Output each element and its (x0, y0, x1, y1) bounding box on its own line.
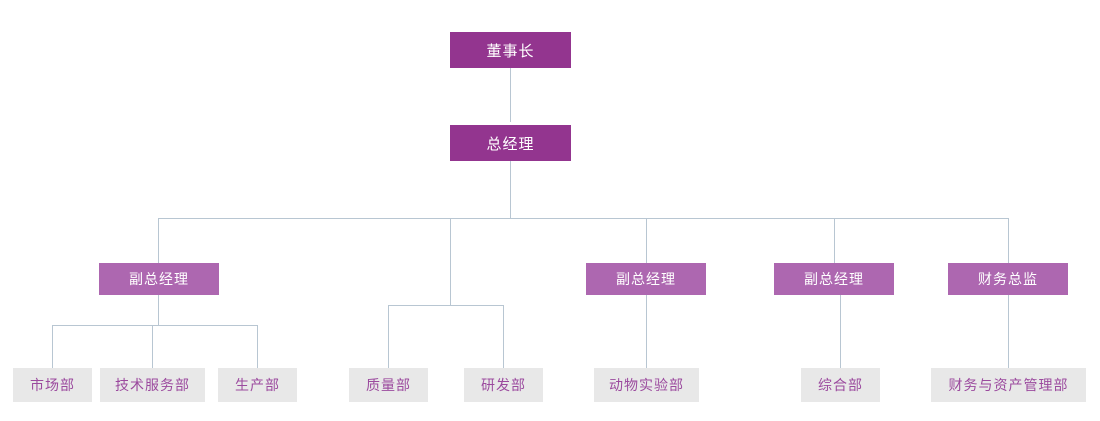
node-cfo[interactable]: 财务总监 (948, 263, 1068, 295)
connector-bus-to-middle-branch (450, 218, 451, 305)
connector-vp-3-to-general-affairs (840, 295, 841, 368)
node-dept-animal-lab[interactable]: 动物实验部 (594, 368, 699, 402)
node-vp-2[interactable]: 副总经理 (586, 263, 706, 295)
node-dept-quality[interactable]: 质量部 (349, 368, 428, 402)
connector-vp-1-down (158, 295, 159, 325)
connector-vp-1-to-production (257, 325, 258, 368)
node-chairman[interactable]: 董事长 (450, 32, 571, 68)
connector-chairman-to-gm (510, 68, 511, 122)
connector-bus-to-vp-1 (158, 218, 159, 263)
connector-bus-to-cfo (1008, 218, 1009, 263)
node-dept-tech-service[interactable]: 技术服务部 (100, 368, 205, 402)
node-dept-marketing[interactable]: 市场部 (13, 368, 92, 402)
connector-vp-1-bus (52, 325, 258, 326)
node-dept-finance-asset[interactable]: 财务与资产管理部 (931, 368, 1086, 402)
connector-gm-to-bus (510, 161, 511, 218)
node-vp-3[interactable]: 副总经理 (774, 263, 894, 295)
node-dept-rd[interactable]: 研发部 (464, 368, 543, 402)
connector-vp-1-to-marketing (52, 325, 53, 368)
connector-middle-to-rd (503, 305, 504, 368)
connector-vp-2-to-animal-lab (646, 295, 647, 368)
node-dept-production[interactable]: 生产部 (218, 368, 297, 402)
connector-vp-1-to-tech-service (152, 325, 153, 368)
connector-bus-to-vp-3 (834, 218, 835, 263)
connector-cfo-to-finance-asset (1008, 295, 1009, 368)
node-vp-1[interactable]: 副总经理 (99, 263, 219, 295)
connector-middle-bus (388, 305, 504, 306)
node-dept-general-affairs[interactable]: 综合部 (801, 368, 880, 402)
connector-middle-to-quality (388, 305, 389, 368)
connector-level3-bus (158, 218, 1009, 219)
connector-bus-to-vp-2 (646, 218, 647, 263)
node-general-manager[interactable]: 总经理 (450, 125, 571, 161)
